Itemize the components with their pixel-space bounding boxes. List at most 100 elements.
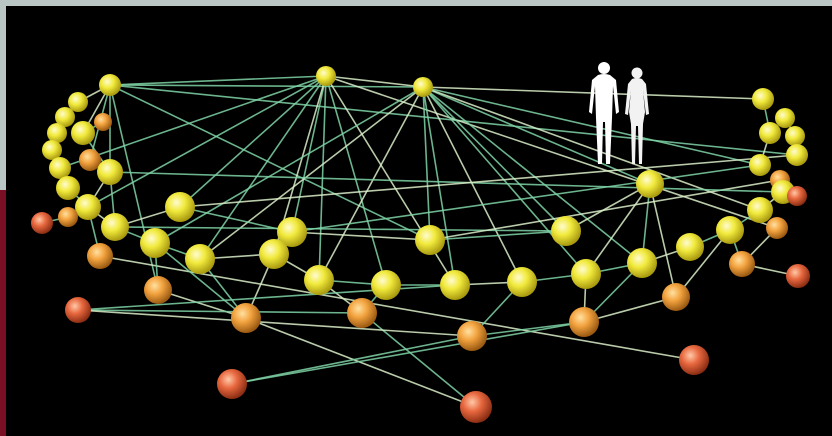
network-node: [786, 144, 808, 166]
network-edge: [325, 75, 387, 286]
network-node: [101, 213, 129, 241]
network-node: [31, 212, 53, 234]
human-figures-icon: [589, 62, 649, 164]
network-node: [759, 122, 781, 144]
network-edge: [109, 84, 798, 156]
network-edge: [109, 84, 424, 88]
network-edge: [157, 289, 247, 319]
network-edge: [154, 242, 247, 319]
network-edge: [585, 183, 651, 275]
network-node: [507, 267, 537, 297]
network-edge: [583, 296, 677, 323]
network-edge: [422, 86, 651, 185]
network-edge: [291, 231, 431, 241]
network-node: [49, 157, 71, 179]
left-border-red: [0, 190, 6, 436]
network-node: [56, 176, 80, 200]
network-node: [676, 233, 704, 261]
network-edge: [471, 321, 585, 337]
network-edge: [59, 75, 327, 169]
network-node: [460, 391, 492, 423]
network-edge: [565, 183, 651, 232]
network-node: [371, 270, 401, 300]
network-node: [752, 88, 774, 110]
network-node: [636, 170, 664, 198]
network-edge: [87, 75, 327, 208]
network-node: [47, 123, 67, 143]
network-node: [94, 113, 112, 131]
network-node: [140, 228, 170, 258]
network-node: [99, 74, 121, 96]
network-node: [729, 251, 755, 277]
network-node: [58, 207, 78, 227]
network-node: [440, 270, 470, 300]
network-node: [775, 108, 795, 128]
network-edge: [77, 309, 363, 314]
network-edge: [109, 171, 784, 193]
network-node: [415, 225, 445, 255]
network-node: [231, 303, 261, 333]
network-node: [457, 321, 487, 351]
network-node: [42, 140, 62, 160]
network-edge: [109, 84, 431, 241]
network-node: [766, 217, 788, 239]
network-node: [65, 297, 91, 323]
network-edge: [154, 86, 424, 244]
network-node: [55, 107, 75, 127]
network-edge: [77, 309, 473, 337]
network-node: [679, 345, 709, 375]
network-node: [569, 307, 599, 337]
network-node: [68, 92, 88, 112]
network-edge: [179, 154, 798, 208]
network-edge: [179, 75, 327, 208]
network-edge: [422, 86, 523, 283]
network-node: [787, 186, 807, 206]
network-edge: [422, 86, 431, 241]
network-edge: [325, 75, 424, 88]
network-node: [662, 283, 690, 311]
network-edge: [422, 86, 567, 232]
network-edge: [361, 312, 477, 408]
network-edge: [649, 183, 677, 298]
network-node: [316, 66, 336, 86]
network-edge: [231, 321, 585, 385]
network-edge: [245, 317, 477, 408]
network-edge: [429, 230, 567, 241]
network-node: [749, 154, 771, 176]
network-node: [786, 264, 810, 288]
network-node: [747, 197, 773, 223]
network-node: [165, 192, 195, 222]
network-node: [627, 248, 657, 278]
network-edge: [325, 75, 778, 229]
network-node: [571, 259, 601, 289]
network-nodes: [31, 66, 810, 423]
network-node: [71, 121, 95, 145]
network-node: [413, 77, 433, 97]
network-node: [144, 276, 172, 304]
network-edge: [422, 86, 456, 286]
top-border: [0, 0, 832, 6]
network-node: [304, 265, 334, 295]
network-edge: [422, 86, 761, 166]
woman-figure: [625, 67, 649, 164]
network-node: [551, 216, 581, 246]
network-edge: [675, 229, 731, 298]
left-border-light: [0, 0, 6, 190]
network-node: [259, 239, 289, 269]
network-node: [185, 244, 215, 274]
network-edge: [291, 164, 761, 233]
network-edge: [318, 86, 424, 281]
network-node: [79, 149, 101, 171]
network-edge: [199, 75, 327, 260]
network-node: [75, 194, 101, 220]
network-node: [347, 298, 377, 328]
network-edge: [422, 86, 643, 264]
network-node: [87, 243, 113, 269]
network-node: [217, 369, 247, 399]
network-node: [785, 126, 805, 146]
network-edge: [231, 335, 473, 385]
network-node: [277, 217, 307, 247]
network-edge: [199, 86, 424, 260]
